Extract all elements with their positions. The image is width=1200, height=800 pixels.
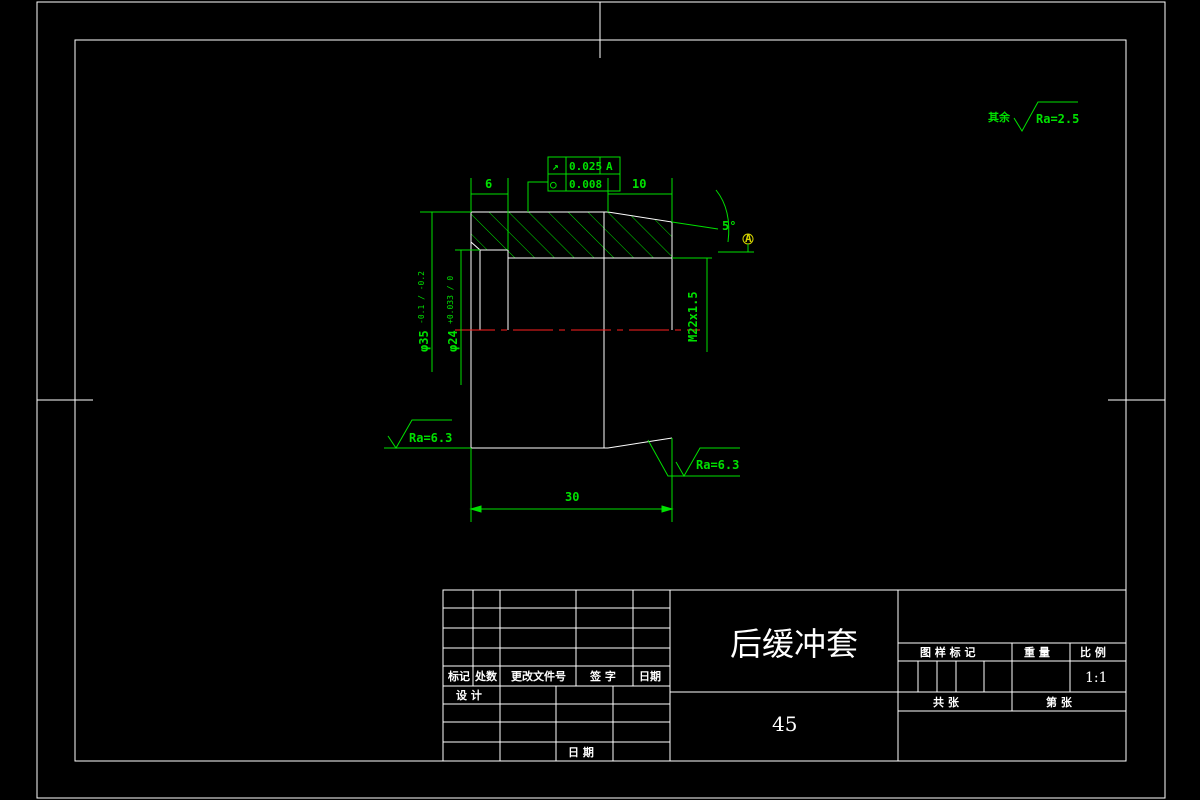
part-name: 后缓冲套 [730,625,858,663]
thread-label-group: M22x1.5 [686,291,700,342]
part-section [455,211,700,449]
outer-dia-tolerance: -0.1 / -0.2 [417,271,426,324]
title-block-border [442,589,1127,762]
outer-dia-label-group: φ35 -0.1 / -0.2 [417,271,431,352]
material: 45 [772,712,797,736]
part-outline-top [471,211,673,330]
top-dimensions [470,178,730,250]
taper-angle-label: 5° [722,219,736,233]
tolerance-runout-value: 0.025 [569,160,602,173]
roughness-note-prefix: 其余 [988,110,1011,124]
title-block [442,589,1127,762]
roughness-right-label: Ra=6.3 [696,458,739,472]
scale-label: 比 例 [1080,645,1106,659]
part-bottom-taper [607,437,673,449]
datum-marker: A [718,232,754,253]
inner-dia-label: φ24 [446,330,460,352]
thread-label: M22x1.5 [686,291,700,342]
datum-label: A [745,232,752,245]
roughness-right: Ra=6.3 [647,439,740,478]
angle-arc [715,189,730,243]
date-bottom-label: 日 期 [568,745,594,759]
dim-6-label: 6 [485,177,492,191]
left-diameter-dimensions [420,211,480,385]
dim-10-label: 10 [632,177,646,191]
tolerance-frame: ↗ 0.025 A ○ 0.008 [527,156,621,212]
tolerance-leader [527,181,548,212]
header-mark: 标记 [447,669,470,683]
outer-dia-label: φ35 [417,330,431,352]
header-count: 处数 [474,669,498,683]
roughness-note-value: Ra=2.5 [1036,112,1079,126]
circularity-symbol-icon: ○ [550,178,557,191]
total-sheets-label: 共 张 [933,695,960,709]
runout-symbol-icon: ↗ [552,160,559,173]
roughness-left-label: Ra=6.3 [409,431,452,445]
general-roughness-note: 其余 Ra=2.5 [988,101,1079,132]
header-sign: 签 字 [589,669,616,683]
roughness-note-symbol [1013,101,1078,132]
tolerance-circularity-value: 0.008 [569,178,602,191]
length-dimension [469,438,674,522]
inner-dia-tolerance: +0.033 / 0 [446,276,455,324]
bore-step [480,249,509,330]
design-label: 设 计 [456,688,482,702]
scale-value: 1:1 [1085,670,1108,686]
chamfer-left [470,241,481,330]
thread-dimension [672,257,712,352]
header-date: 日期 [639,669,661,683]
sheet-no-label: 第 张 [1046,695,1073,709]
section-hatching [471,212,672,258]
weight-label: 重 量 [1024,645,1050,659]
length-label: 30 [565,490,579,504]
inner-dia-label-group: φ24 +0.033 / 0 [446,276,460,352]
roughness-left: Ra=6.3 [384,419,471,449]
header-change-doc: 更改文件号 [511,669,566,683]
tolerance-datum: A [606,160,613,173]
pattern-mark-label: 图 样 标 记 [920,645,976,659]
